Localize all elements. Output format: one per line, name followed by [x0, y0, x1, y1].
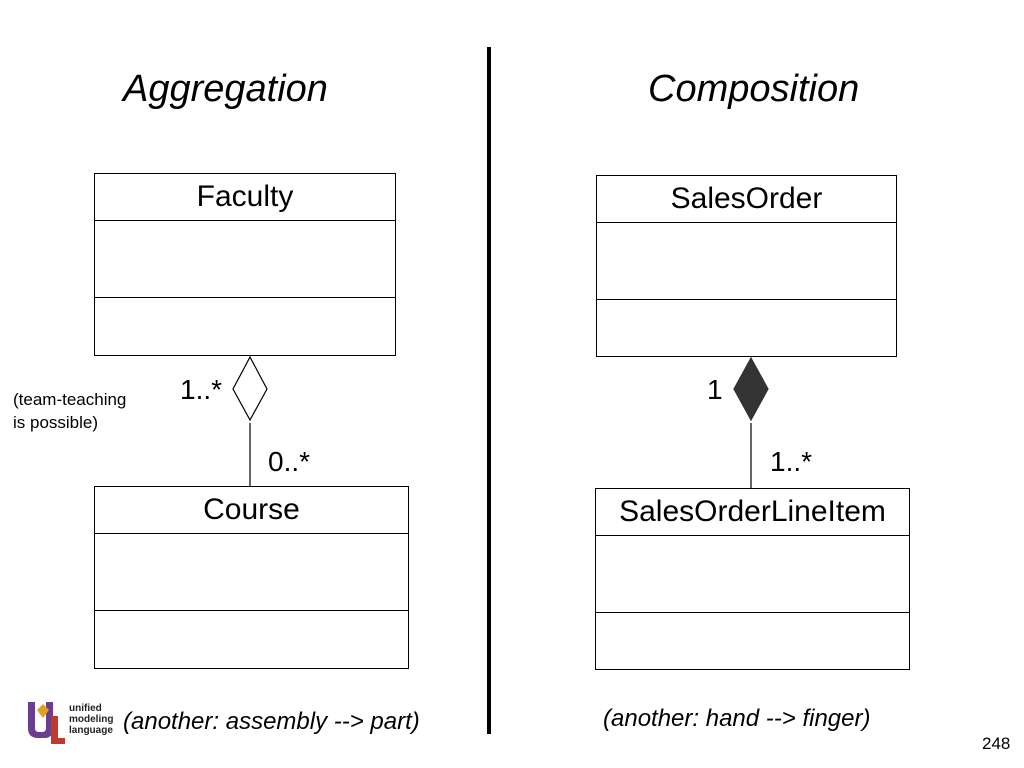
faculty-multiplicity: 1..* — [180, 374, 223, 405]
salesorder-multiplicity: 1 — [707, 374, 723, 405]
uml-logo-wordmark: unified modeling language — [69, 703, 113, 736]
course-class-name: Course — [95, 487, 408, 534]
uml-logo-word-modeling: modeling — [69, 714, 114, 725]
composition-heading: Composition — [648, 68, 860, 110]
team-teaching-note-line1: (team-teaching — [13, 390, 127, 409]
course-class-box[interactable]: Course — [94, 486, 409, 669]
page-number: 248 — [982, 734, 1011, 753]
salesorder-attributes-compartment — [597, 225, 896, 300]
uml-logo: unified modeling language — [25, 698, 121, 746]
salesorder-class-box[interactable]: SalesOrder — [596, 175, 897, 357]
faculty-class-name: Faculty — [95, 174, 395, 221]
team-teaching-note-line2: is possible) — [13, 413, 99, 432]
uml-logo-word-unified: unified — [69, 703, 102, 714]
uml-logo-word-language: language — [69, 725, 113, 736]
faculty-attributes-compartment — [95, 223, 395, 298]
composition-filled-diamond[interactable] — [733, 356, 769, 422]
section-divider — [487, 47, 491, 734]
faculty-class-box[interactable]: Faculty — [94, 173, 396, 356]
salesorderlineitem-multiplicity: 1..* — [770, 446, 813, 477]
composition-example-caption: (another: hand --> finger) — [603, 705, 871, 732]
aggregation-example-caption: (another: assembly --> part) — [123, 708, 420, 735]
aggregation-hollow-diamond[interactable] — [232, 355, 268, 422]
aggregation-heading: Aggregation — [123, 68, 328, 110]
salesorder-class-name: SalesOrder — [597, 176, 896, 223]
salesorderlineitem-attributes-compartment — [596, 538, 909, 613]
uml-logo-mark-icon — [28, 702, 65, 744]
course-attributes-compartment — [95, 536, 408, 611]
team-teaching-note: (team-teaching is possible) — [13, 388, 126, 434]
salesorderlineitem-class-box[interactable]: SalesOrderLineItem — [595, 488, 910, 670]
course-multiplicity: 0..* — [268, 446, 311, 477]
salesorderlineitem-class-name: SalesOrderLineItem — [596, 489, 909, 536]
